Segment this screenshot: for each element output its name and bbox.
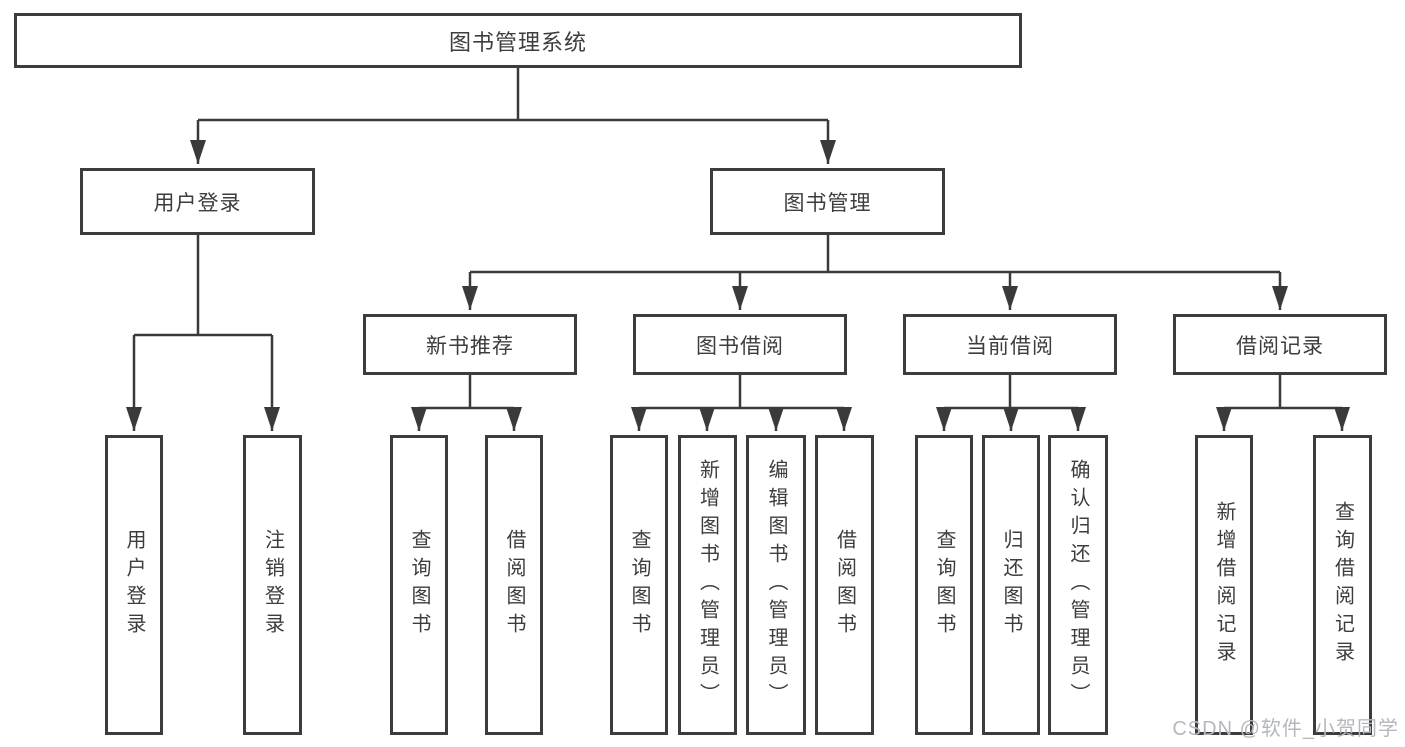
leaf-query-book-borrow: 查询图书 bbox=[610, 435, 668, 735]
node-label: 图书借阅 bbox=[696, 334, 784, 358]
leaf-confirm-return-admin: 确认归还（管理员） bbox=[1048, 435, 1108, 735]
node-label: 当前借阅 bbox=[966, 334, 1054, 358]
leaf-logout: 注销登录 bbox=[243, 435, 302, 735]
leaf-edit-book-admin: 编辑图书（管理员） bbox=[746, 435, 806, 735]
node-label: 用户登录 bbox=[153, 191, 242, 215]
leaf-query-borrow-record: 查询借阅记录 bbox=[1313, 435, 1372, 735]
leaf-borrow-book-newrec: 借阅图书 bbox=[485, 435, 543, 735]
leaf-label: 确认归还（管理员） bbox=[1067, 459, 1089, 711]
node-user-login: 用户登录 bbox=[80, 168, 315, 235]
node-borrowing-records: 借阅记录 bbox=[1173, 314, 1387, 375]
leaf-label: 查询图书 bbox=[933, 529, 955, 641]
node-label: 图书管理系统 bbox=[448, 29, 587, 55]
node-label: 图书管理 bbox=[783, 191, 872, 215]
leaf-user-login: 用户登录 bbox=[105, 435, 163, 735]
leaf-label: 用户登录 bbox=[123, 529, 145, 641]
leaf-label: 查询图书 bbox=[628, 529, 650, 641]
node-label: 借阅记录 bbox=[1236, 334, 1324, 358]
node-label: 新书推荐 bbox=[426, 334, 514, 358]
leaf-label: 新增借阅记录 bbox=[1213, 501, 1235, 669]
leaf-label: 查询图书 bbox=[408, 529, 430, 641]
leaf-query-book-current: 查询图书 bbox=[915, 435, 973, 735]
leaf-add-borrow-record: 新增借阅记录 bbox=[1195, 435, 1253, 735]
leaf-label: 归还图书 bbox=[1000, 529, 1022, 641]
csdn-watermark: CSDN @软件_小贺同学 bbox=[1172, 718, 1399, 740]
leaf-return-book: 归还图书 bbox=[982, 435, 1040, 735]
leaf-label: 注销登录 bbox=[261, 529, 284, 641]
leaf-label: 新增图书（管理员） bbox=[696, 459, 719, 711]
leaf-label: 编辑图书（管理员） bbox=[765, 459, 787, 711]
node-new-book-recommendation: 新书推荐 bbox=[363, 314, 577, 375]
leaf-label: 借阅图书 bbox=[503, 529, 525, 641]
node-current-borrowing: 当前借阅 bbox=[903, 314, 1117, 375]
leaf-borrow-book-borrow: 借阅图书 bbox=[815, 435, 874, 735]
leaf-label: 查询借阅记录 bbox=[1331, 501, 1354, 669]
node-book-management: 图书管理 bbox=[710, 168, 945, 235]
leaf-query-book-newrec: 查询图书 bbox=[390, 435, 448, 735]
node-book-borrowing: 图书借阅 bbox=[633, 314, 847, 375]
leaf-label: 借阅图书 bbox=[833, 529, 856, 641]
leaf-add-book-admin: 新增图书（管理员） bbox=[678, 435, 737, 735]
node-library-management-system: 图书管理系统 bbox=[14, 13, 1022, 68]
